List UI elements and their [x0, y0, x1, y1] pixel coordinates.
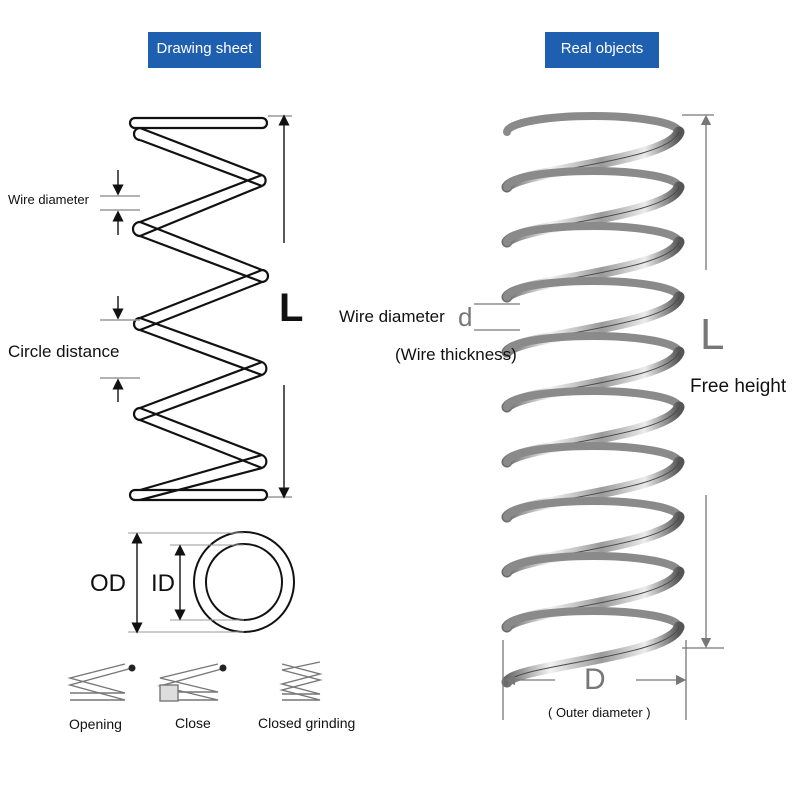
- coil-back: [503, 112, 683, 136]
- coil-back: [503, 387, 683, 411]
- drawing-sheet-header: Drawing sheet: [148, 32, 261, 68]
- coil-back: [503, 167, 683, 191]
- ring-cross-section: [128, 531, 295, 634]
- real-objects-header: Real objects: [545, 32, 659, 68]
- end-type-opening: [67, 663, 136, 701]
- end-type-opening-label: Opening: [69, 716, 122, 732]
- end-type-close: [157, 663, 227, 702]
- real-spring: [501, 112, 685, 688]
- circle-distance-label: Circle distance: [8, 342, 120, 361]
- wire-diameter-photo-label: Wire diameter: [339, 307, 445, 326]
- drawing-dimensions: [100, 114, 292, 499]
- end-type-close-label: Close: [175, 715, 211, 731]
- id-label: ID: [151, 570, 175, 597]
- length-symbol-drawing: L: [279, 286, 304, 330]
- outer-diameter-label: ( Outer diameter ): [548, 705, 651, 720]
- length-symbol-photo: L: [700, 310, 725, 359]
- free-height-label: Free height: [690, 376, 787, 397]
- od-label: OD: [90, 570, 126, 597]
- coil-back: [503, 442, 683, 466]
- coil-back: [503, 277, 683, 301]
- coil-back: [503, 332, 683, 356]
- coil-back: [503, 607, 683, 631]
- end-type-closed-grinding: [279, 661, 323, 701]
- wire-thickness-label: (Wire thickness): [395, 345, 517, 364]
- diameter-symbol: D: [584, 663, 606, 696]
- coil-edge: [506, 626, 680, 683]
- wire-diameter-label: Wire diameter: [8, 192, 89, 207]
- coil-back: [503, 552, 683, 576]
- real-dimensions: [474, 114, 724, 720]
- coil-back: [503, 222, 683, 246]
- wire-symbol: d: [458, 302, 473, 332]
- end-type-closed-grinding-label: Closed grinding: [258, 715, 356, 731]
- drawing-spring: [128, 116, 270, 502]
- coil-back: [503, 497, 683, 521]
